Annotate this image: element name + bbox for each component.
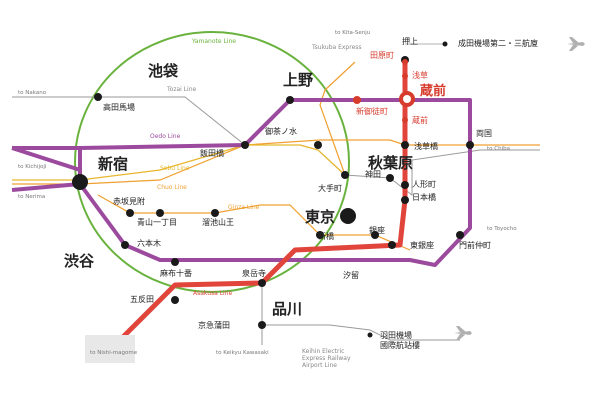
station-kuramae-2: 蔵前: [412, 116, 428, 125]
asakusa-line-label: Asakusa Line: [193, 290, 233, 297]
red-stations: [353, 59, 408, 123]
station-shinjuku: 新宿: [98, 155, 129, 173]
station-ginza: 銀座: [369, 226, 385, 235]
station-oshiage: 押上: [402, 37, 418, 46]
station-shiodome: 汐留: [343, 271, 359, 280]
dest-kita-senju: to Kita-Senju: [335, 30, 371, 36]
station-tawaramachi: 田原町: [370, 51, 394, 60]
station-akihabara: 秋葉原: [368, 154, 414, 172]
haneda-dot: [367, 332, 373, 338]
station-ikebukuro: 池袋: [148, 62, 179, 80]
yamanote-line: [74, 31, 350, 293]
ginza-line-label: Ginza Line: [228, 204, 260, 211]
station-narita: 成田機場第二・三航廈: [458, 39, 538, 48]
station-shinokachimachi: 新御徒町: [356, 107, 388, 116]
sobu-line-label: Sobu Line: [160, 165, 190, 172]
dest-chiba: to Chiba: [487, 146, 510, 152]
station-monzennakacho: 門前仲町: [459, 241, 491, 250]
station-asakusabashi: 浅草橋: [414, 142, 438, 151]
station-dots: [94, 56, 474, 329]
station-higashiginza: 東銀座: [410, 241, 434, 250]
oedo-to-nerima: [11, 182, 81, 192]
station-haneda: 羽田機場 國際航站樓: [380, 331, 420, 351]
station-kuramae: 蔵前: [420, 84, 447, 99]
station-sengakuji: 泉岳寺: [242, 269, 266, 278]
station-iidabashi: 飯田橋: [200, 149, 224, 158]
station-akasakamitsuke: 赤坂見附: [113, 197, 145, 206]
station-shinbashi: 新橋: [318, 232, 334, 241]
keihin-line-label: Keihin Electric Express Railway Airport …: [302, 348, 351, 370]
chuo-line-label: Chuo Line: [157, 184, 187, 191]
station-aoyama: 青山一丁目: [137, 218, 177, 227]
dest-nakano: to Nakano: [18, 90, 47, 96]
station-ochanomizu: 御茶ノ水: [265, 127, 297, 136]
station-asakusa: 浅草: [412, 71, 428, 80]
station-takadanobaba: 高田馬場: [103, 103, 135, 112]
station-ueno: 上野: [283, 71, 314, 89]
dest-toyocho: to Toyocho: [487, 226, 517, 232]
tsukuba-line: [319, 61, 356, 176]
station-gotanda: 五反田: [130, 295, 154, 304]
station-kanda: 神田: [365, 170, 381, 179]
station-tokyo: 東京: [305, 208, 336, 226]
kuramae-hub-inner: [403, 95, 411, 103]
dest-nerima: to Nerima: [18, 194, 46, 200]
station-tameike: 溜池山王: [202, 218, 234, 227]
keikyu-airport-line: [262, 324, 460, 341]
plane-icon-narita: [567, 37, 585, 51]
dest-kichijoji: to Kichijoji: [18, 164, 47, 170]
station-keikyukamata: 京急蒲田: [198, 321, 230, 330]
dest-keikyu-kawasaki: to Keikyu Kawasaki: [216, 350, 269, 356]
station-roppongi: 六本木: [137, 239, 161, 248]
tozai-line-label: Tozai Line: [167, 86, 197, 93]
yamanote-line-label: Yamanote Line: [192, 38, 236, 45]
nishimagome-box: [85, 335, 135, 363]
tsukuba-line-label: Tsukuba Express: [312, 44, 362, 51]
shinjuku-hub: [72, 174, 88, 190]
station-shibuya: 渋谷: [64, 252, 95, 270]
tokyo-hub: [340, 208, 356, 224]
station-shinagawa: 品川: [272, 300, 303, 318]
station-nihonbashi: 日本橋: [412, 193, 436, 202]
station-ningyocho: 人形町: [412, 180, 436, 189]
station-otemachi: 大手町: [318, 184, 342, 193]
plane-icon-haneda: [454, 326, 472, 340]
oedo-line: [12, 98, 472, 267]
chuo-line: [12, 139, 540, 185]
oedo-line-label: Oedo Line: [150, 133, 181, 140]
dest-nishimagome: to Nishi-magome: [90, 350, 138, 356]
station-azabujuban: 麻布十番: [160, 269, 192, 278]
narita-dot: [442, 41, 448, 47]
ginza-line: [97, 194, 411, 251]
station-ryogoku: 両国: [476, 129, 492, 138]
